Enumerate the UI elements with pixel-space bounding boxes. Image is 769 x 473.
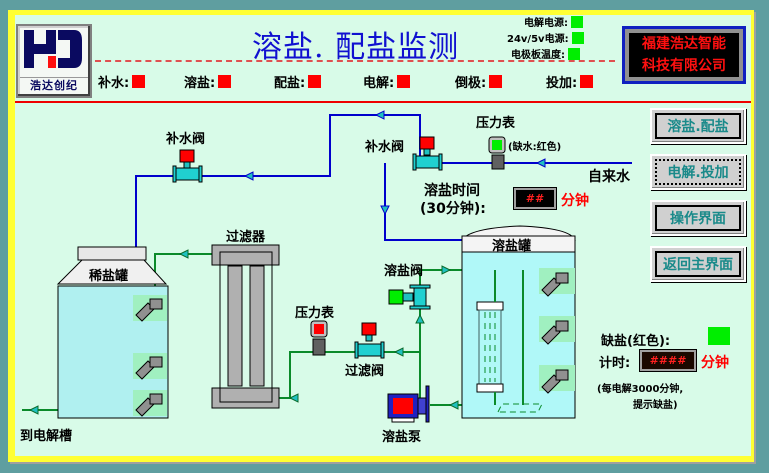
dilute-tank [56, 246, 169, 419]
dissolve-pump-icon[interactable] [387, 385, 430, 423]
level-sensor-icon [541, 272, 569, 394]
filter-valve-icon[interactable] [354, 322, 385, 359]
salt-timer-display: #### [640, 350, 696, 371]
salt-shortage-indicator [708, 327, 730, 345]
company-logo: 浩达创纪 [16, 24, 92, 98]
status-label: 配盐: [274, 76, 306, 91]
pressure-gauge-bottom-label: 压力表 [295, 306, 335, 321]
dissolve-valve-label: 溶盐阀 [384, 264, 424, 279]
status-label: 投加: [546, 76, 578, 91]
salt-shortage-label: 缺盐(红色): [601, 334, 671, 349]
page-title: 溶盐. 配盐监测 [252, 30, 460, 65]
header-separator [15, 101, 751, 103]
filter-label: 过滤器 [226, 230, 266, 245]
power-status-label: 24v/5v电源: [507, 34, 569, 45]
dissolve-tank-label: 溶盐罐 [492, 239, 532, 254]
status-indicator [397, 75, 411, 88]
salt-timer-unit: 分钟 [701, 355, 729, 371]
status-indicator [571, 31, 584, 44]
water-shortage-note: (缺水:红色) [508, 142, 562, 153]
filter-unit [211, 244, 280, 409]
makeup-valve-2-label: 补水阀 [365, 140, 405, 155]
power-status-24v5v: 24v/5v电源: [507, 30, 584, 45]
status-dissolve: 溶盐: [184, 72, 232, 91]
dissolve-time-label: 溶盐时间 [424, 183, 480, 199]
status-label: 补水: [98, 76, 130, 91]
dissolve-time-unit: 分钟 [561, 193, 589, 209]
water-pipes [135, 114, 632, 248]
power-status-electrolysis: 电解电源: [524, 14, 583, 29]
status-label: 溶盐: [184, 76, 216, 91]
status-indicator [568, 47, 580, 60]
dissolve-tank [461, 225, 576, 419]
filter-element-lines [484, 312, 496, 382]
status-indicator [218, 75, 232, 88]
status-indicator [571, 15, 583, 28]
status-reverse: 倒极: [455, 72, 503, 91]
tap-water-label: 自来水 [588, 169, 630, 185]
dissolve-time-sublabel: (30分钟): [420, 201, 486, 217]
pressure-gauge-bottom-icon[interactable] [310, 320, 328, 356]
nav-dissolve-mix-button[interactable]: 溶盐.配盐 [650, 108, 746, 144]
status-indicator [132, 75, 146, 88]
dissolve-valve-icon[interactable] [388, 284, 431, 310]
water-flow-arrows [243, 110, 546, 216]
company-name-panel: 福建浩达智能 科技有限公司 [622, 26, 746, 84]
nav-button-label: 溶盐.配盐 [655, 113, 741, 139]
filter-valve-label: 过滤阀 [345, 364, 385, 379]
status-makeup-water: 补水: [98, 72, 146, 91]
nav-button-label: 返回主界面 [655, 251, 741, 277]
status-label: 电解: [363, 76, 395, 91]
nav-button-label: 操作界面 [655, 205, 741, 231]
nav-button-label: 电解.投加 [655, 159, 741, 185]
to-electrolysis-label: 到电解槽 [20, 429, 73, 444]
nav-operation-button[interactable]: 操作界面 [650, 200, 746, 236]
makeup-valve-1-label: 补水阀 [166, 132, 206, 147]
dissolve-time-display: ## [514, 188, 556, 209]
power-status-electrode-temp: 电极板温度: [511, 46, 580, 61]
logo-text: 浩达创纪 [20, 77, 88, 94]
pressure-gauge-top-label: 压力表 [476, 116, 516, 131]
status-label: 倒极: [455, 76, 487, 91]
status-indicator [580, 75, 594, 88]
brine-flow-arrows [28, 249, 459, 415]
nav-electrolysis-dosing-button[interactable]: 电解.投加 [650, 154, 746, 190]
hd-logo-icon [24, 30, 82, 68]
makeup-valve-1-icon[interactable] [172, 149, 203, 183]
salt-note-2: 提示缺盐) [633, 400, 678, 411]
header-divider [95, 60, 615, 62]
status-dosing: 投加: [546, 72, 594, 91]
status-indicator [308, 75, 322, 88]
company-line-1: 福建浩达智能 [642, 36, 726, 52]
salt-note-1: (每电解3000分钟, [597, 384, 684, 395]
pressure-gauge-top-icon[interactable] [488, 136, 506, 170]
dissolve-pump-label: 溶盐泵 [382, 430, 422, 445]
status-indicator [489, 75, 503, 88]
timer-label: 计时: [599, 356, 631, 371]
nav-main-menu-button[interactable]: 返回主界面 [650, 246, 746, 282]
level-sensor-icon [135, 298, 163, 417]
company-line-2: 科技有限公司 [642, 58, 726, 74]
power-status-label: 电极板温度: [511, 50, 565, 61]
status-mix: 配盐: [274, 72, 322, 91]
status-electrolysis: 电解: [363, 72, 411, 91]
dilute-tank-label: 稀盐罐 [89, 269, 129, 284]
makeup-valve-2-icon[interactable] [412, 136, 443, 171]
power-status-label: 电解电源: [524, 18, 568, 29]
